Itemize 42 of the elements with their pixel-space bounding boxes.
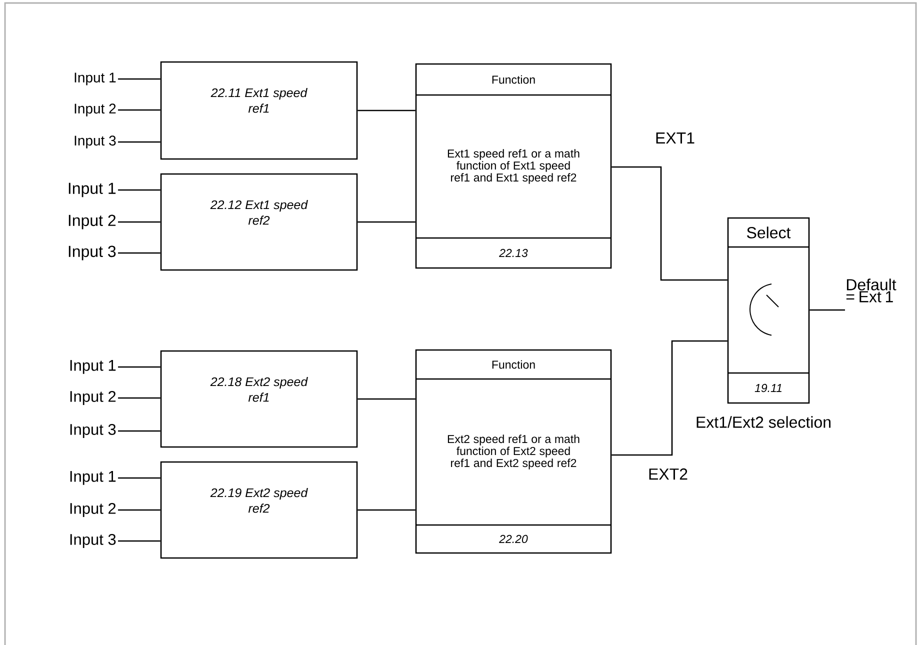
input-label: Input 1	[68, 182, 116, 198]
input-label: Input 2	[70, 390, 116, 406]
input-label: Input 1	[70, 360, 116, 374]
connector-line	[358, 110, 416, 112]
connector-line	[118, 141, 160, 143]
parameter-box: 22.18 Ext2 speed ref1	[160, 350, 358, 448]
connector-line	[810, 309, 845, 311]
connector-line	[118, 397, 160, 399]
edge-label: EXT1	[654, 132, 696, 144]
connector-line	[118, 221, 160, 223]
parameter-box: 22.19 Ext2 speed ref2	[160, 461, 358, 559]
connector-line	[118, 78, 160, 80]
input-label: Input 3	[70, 424, 116, 438]
edge-label: Default = Ext 1	[846, 278, 896, 302]
input-label: Input 3	[74, 136, 116, 148]
connector-line	[118, 189, 160, 191]
connector-line	[118, 540, 160, 542]
parameter-box: 22.11 Ext1 speed ref1	[160, 61, 358, 160]
connector-line	[118, 509, 160, 511]
connector-line	[612, 166, 728, 281]
connector-line	[118, 366, 160, 368]
connector-line	[118, 109, 160, 111]
selector-block: Select 19.11	[727, 217, 810, 404]
input-label: Input 2	[68, 214, 116, 230]
connector-line	[358, 398, 416, 400]
parameter-box: 22.12 Ext1 speed ref2	[160, 173, 358, 271]
connector-line	[118, 430, 160, 432]
input-label: Input 1	[70, 471, 116, 485]
connector-line	[118, 252, 160, 254]
input-label: Input 3	[70, 534, 116, 548]
connector-line	[118, 477, 160, 479]
connector-line	[358, 509, 416, 511]
input-label: Input 1	[74, 72, 116, 86]
input-label: Input 3	[68, 246, 116, 260]
input-label: Input 2	[70, 502, 116, 517]
node-label: Ext1/Ext2 selection	[696, 416, 830, 428]
function-block: Function Ext2 speed ref1 or a math function of Ext2 speed ref1 and Ext2 speed ref2 22.20	[415, 349, 612, 554]
edge-label: EXT2	[647, 467, 689, 481]
input-label: Input 2	[74, 104, 116, 116]
connector-line	[358, 221, 416, 223]
function-block: Function Ext1 speed ref1 or a math function of Ext1 speed ref1 and Ext1 speed ref2 22.13	[415, 63, 612, 269]
connector-line	[612, 340, 728, 456]
